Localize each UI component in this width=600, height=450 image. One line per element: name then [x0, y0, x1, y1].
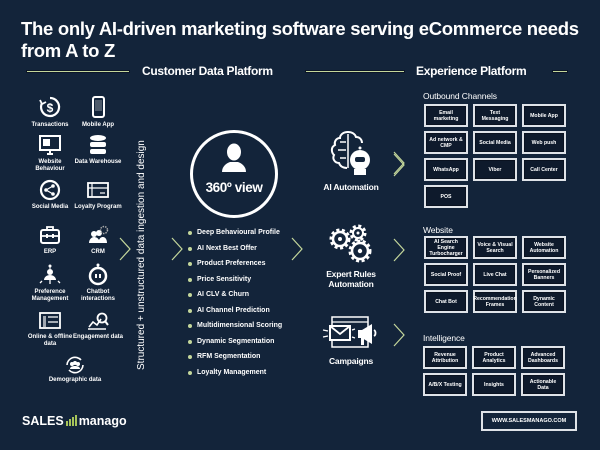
- user-silhouette-icon: [222, 143, 246, 172]
- engine-expert-rules: Expert Rules Automation: [313, 222, 389, 289]
- source-transactions: $ Transactions: [24, 95, 76, 129]
- section-divider: [305, 70, 405, 73]
- source-erp: ERP: [24, 224, 76, 256]
- dollar-cycle-icon: $: [39, 96, 61, 118]
- channel-box: Ad network & CMP: [424, 131, 468, 154]
- logo-bars-icon: [65, 415, 77, 426]
- feature-item: RFM Segmentation: [186, 352, 282, 368]
- engine-label: Expert Rules Automation: [326, 269, 376, 289]
- source-online-offline-data: Online & offline data: [24, 311, 76, 348]
- smartphone-icon: [92, 96, 105, 118]
- chevron-right-icon: [393, 323, 405, 347]
- source-loyalty-program: Loyalty Program: [72, 179, 124, 211]
- source-chatbot-interactions: Chatbot interactions: [72, 262, 124, 303]
- share-icon: [39, 179, 61, 201]
- intelligence-box: Actionable Data: [521, 373, 565, 396]
- chevron-right-icon: [393, 238, 405, 262]
- envelope-megaphone-icon: [322, 316, 377, 348]
- website-box: Recommendation Frames: [473, 290, 517, 313]
- channel-box: Social Media: [473, 131, 517, 154]
- page-title: The only AI-driven marketing software se…: [21, 18, 579, 61]
- website-box: Personalized Banners: [522, 263, 566, 286]
- engine-ai-automation: AI Automation: [313, 128, 389, 192]
- group-title-intelligence: Intelligence: [423, 333, 465, 343]
- engine-label: Campaigns: [328, 356, 374, 366]
- source-website-behaviour: Website Behaviour: [24, 134, 76, 173]
- source-data-warehouse: Data Warehouse: [72, 134, 124, 166]
- source-preference-management: Preference Management: [24, 262, 76, 303]
- browser-window-icon: [39, 312, 61, 329]
- intelligence-grid: Revenue Attribution Product Analytics Ad…: [423, 346, 565, 396]
- robot-head-icon: [88, 263, 108, 286]
- section-title-experience: Experience Platform: [416, 64, 527, 78]
- engine-campaigns: Campaigns: [313, 316, 389, 366]
- website-box: Live Chat: [473, 263, 517, 286]
- salesmanago-logo: SALES manago: [22, 414, 127, 428]
- channel-box: WhatsApp: [424, 158, 468, 181]
- ingestion-label: Structured + unstructured data ingestion…: [136, 140, 147, 370]
- channel-box: Viber: [473, 158, 517, 181]
- group-cycle-icon: [66, 356, 84, 374]
- channel-box: POS: [424, 185, 468, 208]
- monitor-icon: [39, 135, 61, 155]
- website-box: Social Proof: [424, 263, 468, 286]
- feature-item: Dynamic Segmentation: [186, 337, 282, 353]
- brain-robot-icon: [330, 131, 370, 175]
- website-box: Dynamic Content: [522, 290, 566, 313]
- feature-list: Deep Behavioural Profile AI Next Best Of…: [186, 228, 282, 383]
- people-gear-icon: [89, 225, 109, 243]
- feature-item: AI Channel Prediction: [186, 306, 282, 322]
- feature-item: Product Preferences: [186, 259, 282, 275]
- feature-item: Multidimensional Scoring: [186, 321, 282, 337]
- intelligence-box: Insights: [472, 373, 516, 396]
- channel-box: Call Center: [522, 158, 566, 181]
- svg-text:$: $: [47, 101, 54, 115]
- website-box: Website Automation: [522, 236, 566, 259]
- gears-icon: [329, 224, 372, 263]
- section-divider: [552, 70, 568, 73]
- source-demographic-data: Demographic data: [47, 356, 103, 384]
- group-title-website: Website: [423, 225, 453, 235]
- view-360-circle: 360º view: [190, 130, 278, 218]
- intelligence-box: Product Analytics: [472, 346, 516, 369]
- source-crm: CRM: [72, 224, 124, 256]
- feature-item: AI CLV & Churn: [186, 290, 282, 306]
- channel-box: Mobile App: [522, 104, 566, 127]
- chevron-right-icon: [393, 153, 405, 177]
- section-title-cdp: Customer Data Platform: [142, 64, 273, 78]
- outbound-channels-grid: Email marketing Text Messaging Mobile Ap…: [424, 104, 566, 208]
- source-engagement-data: Engagement data: [72, 311, 124, 341]
- feature-item: Price Sensitivity: [186, 275, 282, 291]
- website-box: AI Search Engine Turbocharger: [424, 236, 468, 259]
- user-network-icon: [39, 264, 61, 284]
- website-grid: AI Search Engine Turbocharger Voice & Vi…: [424, 236, 566, 313]
- source-mobile-app: Mobile App: [72, 95, 124, 129]
- database-icon: [90, 135, 106, 154]
- feature-item: Loyalty Management: [186, 368, 282, 384]
- group-title-outbound: Outbound Channels: [423, 91, 497, 101]
- website-url-link[interactable]: WWW.SALESMANAGO.COM: [481, 411, 577, 431]
- source-social-media: Social Media: [24, 179, 76, 211]
- chevron-right-icon: [393, 151, 405, 175]
- chevron-right-icon: [119, 237, 131, 261]
- view-360-label: 360º view: [205, 180, 263, 195]
- engine-label: AI Automation: [323, 182, 379, 192]
- feature-item: Deep Behavioural Profile: [186, 228, 282, 244]
- gift-card-icon: [87, 182, 109, 198]
- channel-box: Email marketing: [424, 104, 468, 127]
- channel-box: Web push: [522, 131, 566, 154]
- chart-magnifier-icon: [88, 312, 109, 330]
- section-divider: [26, 70, 130, 73]
- chevron-right-icon: [171, 237, 183, 261]
- chevron-right-icon: [291, 237, 303, 261]
- intelligence-box: Revenue Attribution: [423, 346, 467, 369]
- website-box: Chat Bot: [424, 290, 468, 313]
- feature-item: AI Next Best Offer: [186, 244, 282, 260]
- channel-box: Text Messaging: [473, 104, 517, 127]
- intelligence-box: A/B/X Testing: [423, 373, 467, 396]
- intelligence-box: Advanced Dashboards: [521, 346, 565, 369]
- website-box: Voice & Visual Search: [473, 236, 517, 259]
- briefcase-icon: [40, 226, 60, 244]
